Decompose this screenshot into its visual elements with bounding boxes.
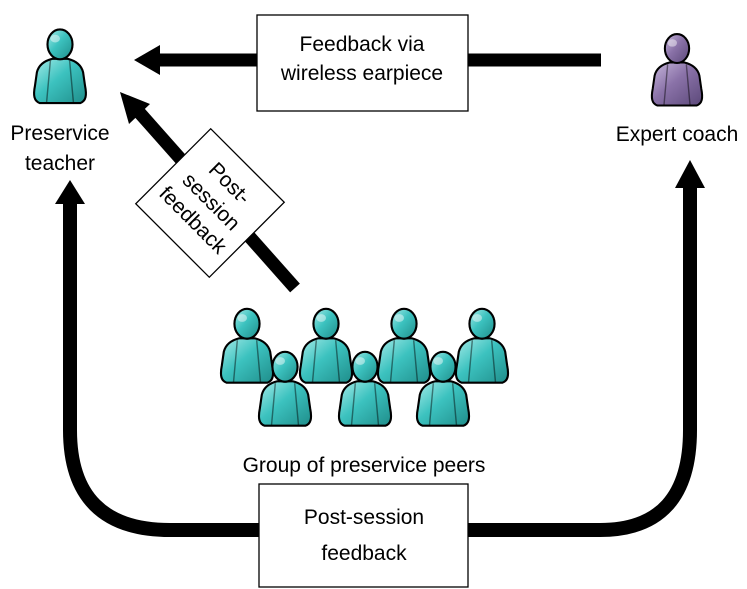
teacher-label-line1: Preservice: [10, 122, 109, 145]
bottom-label-line2: feedback: [321, 542, 407, 565]
bottom-feedback-label: Post-session feedback: [258, 483, 469, 588]
earpiece-label-line2: wireless earpiece: [280, 62, 443, 85]
preservice-teacher-node: Preservice teacher: [10, 28, 110, 175]
person-icon: [376, 307, 432, 384]
person-icon: [33, 28, 87, 105]
coach-label: Expert coach: [616, 123, 739, 146]
teacher-label-line2: teacher: [25, 152, 95, 175]
expert-coach-node: Expert coach: [616, 32, 739, 146]
person-icon: [298, 307, 354, 384]
earpiece-feedback-label: Feedback via wireless earpiece: [256, 14, 469, 112]
person-icon: [219, 307, 275, 384]
peers-label: Group of preservice peers: [243, 454, 486, 477]
earpiece-label-line1: Feedback via: [300, 33, 425, 56]
person-icon: [454, 307, 510, 384]
peer-group-node: Group of preservice peers: [219, 307, 510, 477]
peer-feedback-label: Post- session feedback: [134, 127, 286, 279]
person-icon: [650, 32, 704, 107]
person-group-icon: [219, 307, 510, 427]
bottom-label-line1: Post-session: [304, 506, 424, 529]
